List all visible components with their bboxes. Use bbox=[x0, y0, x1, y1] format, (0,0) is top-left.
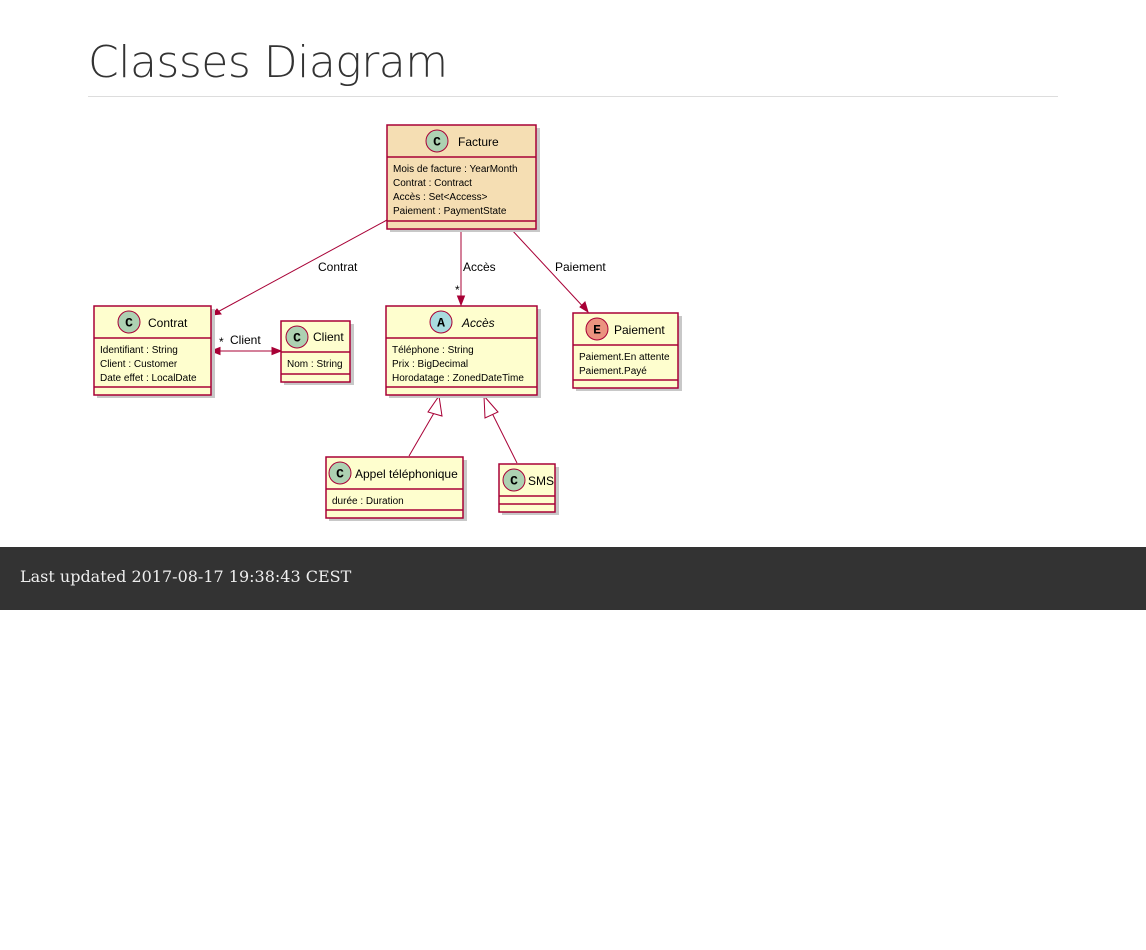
class-attribute: durée : Duration bbox=[332, 496, 404, 507]
inheritance-arrow bbox=[427, 394, 443, 417]
class-contrat: C Contrat Identifiant : String Client : … bbox=[93, 305, 215, 398]
class-name: Paiement bbox=[614, 323, 665, 337]
title-divider bbox=[88, 96, 1058, 97]
class-badge-letter: C bbox=[510, 474, 518, 489]
enum-value: Paiement.Payé bbox=[579, 366, 647, 377]
class-name: Accès bbox=[461, 316, 495, 330]
edge-appel-inherits-acces bbox=[408, 394, 443, 457]
class-badge-icon bbox=[285, 325, 309, 349]
class-badge-letter: C bbox=[125, 316, 133, 331]
class-badge-letter: C bbox=[293, 331, 301, 346]
class-attribute: Mois de facture : YearMonth bbox=[393, 164, 518, 175]
inheritance-arrow bbox=[483, 394, 499, 419]
arrow-head bbox=[209, 346, 221, 356]
class-badge-icon bbox=[502, 468, 526, 492]
class-badge-icon bbox=[117, 310, 141, 334]
class-sms: C SMS bbox=[498, 463, 559, 515]
class-client: C Client Nom : String bbox=[280, 320, 354, 385]
edge-facture-acces: Accès * bbox=[455, 229, 496, 307]
class-name: SMS bbox=[528, 474, 554, 488]
multiplicity-acces: * bbox=[455, 283, 460, 297]
class-facture: C Facture Mois de facture : YearMonth Co… bbox=[386, 124, 540, 232]
class-name: Client bbox=[313, 330, 344, 344]
class-attribute: Nom : String bbox=[287, 359, 343, 370]
enum-paiement: E Paiement Paiement.En attente Paiement.… bbox=[572, 312, 682, 391]
class-acces: A Accès Téléphone : String Prix : BigDec… bbox=[385, 305, 541, 398]
edge-line bbox=[408, 412, 435, 457]
multiplicity-client: * bbox=[219, 335, 224, 349]
edge-label-contrat: Contrat bbox=[318, 260, 358, 274]
abstract-badge-icon bbox=[429, 310, 453, 334]
edge-label-acces: Accès bbox=[463, 260, 496, 274]
class-badge-letter: C bbox=[336, 467, 344, 482]
class-attribute: Prix : BigDecimal bbox=[392, 359, 468, 370]
edge-label-client: Client bbox=[230, 333, 261, 347]
arrow-head bbox=[579, 301, 589, 314]
class-appel-telephonique: C Appel téléphonique durée : Duration bbox=[325, 456, 467, 521]
class-badge-icon bbox=[328, 461, 352, 485]
edge-label-paiement: Paiement bbox=[555, 260, 606, 274]
class-attribute: Identifiant : String bbox=[100, 345, 178, 356]
class-badge-letter: C bbox=[433, 135, 441, 150]
enum-badge-icon bbox=[585, 317, 609, 341]
class-name: Appel téléphonique bbox=[355, 467, 458, 481]
class-attribute: Date effet : LocalDate bbox=[100, 373, 197, 384]
edge-line bbox=[211, 219, 388, 316]
class-attribute: Client : Customer bbox=[100, 359, 178, 370]
class-attribute: Horodatage : ZonedDateTime bbox=[392, 373, 524, 384]
page-title: Classes Diagram bbox=[88, 37, 448, 88]
edge-sms-inherits-acces bbox=[483, 394, 518, 464]
edge-line bbox=[491, 412, 518, 464]
class-attribute: Téléphone : String bbox=[392, 345, 474, 356]
edge-contrat-client: Client * bbox=[209, 333, 283, 356]
edge-facture-paiement: Paiement bbox=[510, 228, 606, 314]
class-attribute: Accès : Set<Access> bbox=[393, 192, 488, 203]
edge-line bbox=[510, 228, 589, 313]
edge-facture-contrat: Contrat bbox=[210, 219, 388, 316]
class-badge-icon bbox=[425, 129, 449, 153]
arrow-head bbox=[456, 295, 466, 307]
class-badge-letter: E bbox=[593, 323, 601, 338]
class-name: Facture bbox=[458, 135, 499, 149]
last-updated-text: Last updated 2017-08-17 19:38:43 CEST bbox=[20, 567, 352, 586]
class-attribute: Paiement : PaymentState bbox=[393, 206, 507, 217]
class-badge-letter: A bbox=[437, 316, 445, 331]
class-name: Contrat bbox=[148, 316, 188, 330]
class-attribute: Contrat : Contract bbox=[393, 178, 472, 189]
enum-value: Paiement.En attente bbox=[579, 352, 670, 363]
arrow-head bbox=[271, 346, 283, 356]
class-diagram: Contrat Accès * Paiement Client * C Fact… bbox=[93, 124, 682, 521]
footer: Last updated 2017-08-17 19:38:43 CEST bbox=[0, 547, 1146, 610]
